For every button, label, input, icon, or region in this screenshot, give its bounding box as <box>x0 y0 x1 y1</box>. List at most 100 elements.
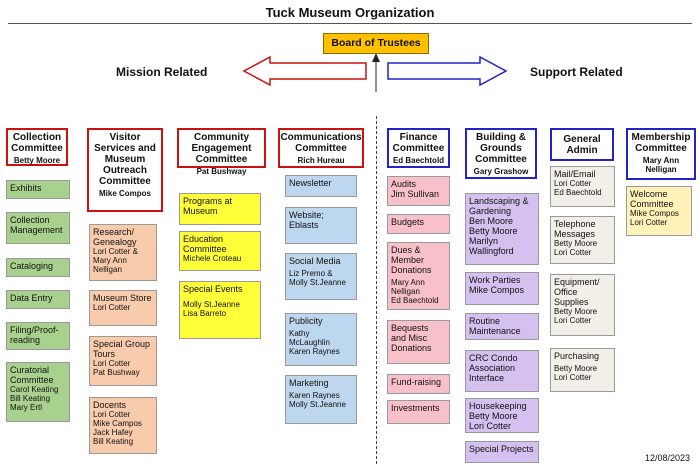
collection-committee-person: Betty Moore <box>13 156 61 165</box>
education-committee-box: Education Committee Michele Croteau <box>179 231 261 271</box>
collection-management-label: Collection Management <box>10 215 63 235</box>
bequests-misc-donations-label: Bequests and Misc Donations <box>391 323 432 353</box>
general-admin-header: General Admin <box>550 128 614 161</box>
community-engagement-person: Pat Bushway <box>196 167 247 176</box>
building-grounds-title: Building & Grounds Committee <box>475 132 527 165</box>
marketing-box: Marketing Karen Raynes Molly St.Jeanne <box>285 375 357 424</box>
community-engagement-title: Community Engagement Committee <box>191 132 252 165</box>
social-media-people: Liz Premo & Molly St.Jeanne <box>289 269 346 287</box>
mail-email-box: Mail/Email Lori Cotter Ed Baechtold <box>550 166 615 207</box>
special-projects-label: Special Projects <box>469 444 534 454</box>
mail-email-people: Lori Cotter Ed Baechtold <box>554 179 602 197</box>
visitor-services-person: Mike Compos <box>98 189 151 198</box>
purchasing-box: Purchasing Betty Moore Lori Cotter <box>550 348 615 392</box>
special-events-label: Special Events <box>183 284 243 294</box>
crc-condo-interface-label: CRC Condo Association Interface <box>469 353 518 383</box>
mail-email-label: Mail/Email <box>554 169 596 179</box>
equipment-office-supplies-people: Betty Moore Lori Cotter <box>554 307 598 325</box>
routine-maintenance-box: Routine Maintenance <box>465 313 539 340</box>
telephone-messages-people: Betty Moore Lori Cotter <box>554 239 598 257</box>
education-committee-people: Michele Croteau <box>183 254 242 263</box>
museum-store-people: Lori Cotter <box>93 303 131 312</box>
docents-label: Docents <box>93 400 127 410</box>
education-committee-label: Education Committee <box>183 234 227 254</box>
budgets-label: Budgets <box>391 217 425 227</box>
programs-at-museum-box: Programs at Museum <box>179 193 261 225</box>
research-genealogy-label: Research/ Genealogy <box>93 227 137 247</box>
visitor-services-header: Visitor Services and Museum Outreach Com… <box>87 128 163 212</box>
collection-committee-header: Collection Committee Betty Moore <box>6 128 68 166</box>
membership-committee-header: Membership Committee Mary Ann Nelligan <box>626 128 696 180</box>
newsletter-label: Newsletter <box>289 178 332 188</box>
equipment-office-supplies-box: Equipment/ Office Supplies Betty Moore L… <box>550 274 615 336</box>
work-parties-box: Work Parties Mike Compos <box>465 272 539 305</box>
building-grounds-person: Gary Grashow <box>473 167 529 176</box>
audits-box: Audits Jim Sullivan <box>387 176 450 206</box>
general-admin-title: General Admin <box>563 134 601 156</box>
fund-raising-box: Fund-raising <box>387 374 450 394</box>
telephone-messages-label: Telephone Messages <box>554 219 596 239</box>
website-eblasts-box: Website; Eblasts <box>285 207 357 244</box>
website-eblasts-label: Website; Eblasts <box>289 210 324 230</box>
finance-committee-person: Ed Baechtold <box>392 156 445 165</box>
mission-arrow <box>242 55 367 87</box>
cataloging-box: Cataloging <box>6 258 70 277</box>
investments-box: Investments <box>387 400 450 424</box>
newsletter-box: Newsletter <box>285 175 357 197</box>
museum-store-box: Museum Store Lori Cotter <box>89 290 157 326</box>
curatorial-committee-box: Curatorial Committee Carol Keating Bill … <box>6 362 70 422</box>
date-stamp: 12/08/2023 <box>644 453 690 463</box>
welcome-committee-people: Mike Compos Lori Cotter <box>630 209 679 227</box>
equipment-office-supplies-label: Equipment/ Office Supplies <box>554 277 600 307</box>
housekeeping-box: Housekeeping Betty Moore Lori Cotter <box>465 398 539 433</box>
curatorial-committee-label: Curatorial Committee <box>10 365 54 385</box>
crc-condo-interface-box: CRC Condo Association Interface <box>465 350 539 392</box>
welcome-committee-label: Welcome Committee <box>630 189 674 209</box>
visitor-services-title: Visitor Services and Museum Outreach Com… <box>94 132 156 187</box>
finance-committee-title: Finance Committee <box>392 132 445 154</box>
filing-proofreading-box: Filing/Proof-reading <box>6 322 70 350</box>
special-group-tours-people: Lori Cotter Pat Bushway <box>93 359 140 377</box>
purchasing-label: Purchasing <box>554 351 600 361</box>
building-grounds-header: Building & Grounds Committee Gary Grasho… <box>465 128 537 179</box>
docents-people: Lori Cotter Mike Campos Jack Hafey Bill … <box>93 410 142 446</box>
divider-line <box>376 116 377 464</box>
data-entry-label: Data Entry <box>10 293 53 303</box>
special-group-tours-label: Special Group Tours <box>93 339 151 359</box>
audits-label: Audits Jim Sullivan <box>391 179 440 199</box>
programs-at-museum-label: Programs at Museum <box>183 196 233 216</box>
special-group-tours-box: Special Group Tours Lori Cotter Pat Bush… <box>89 336 157 386</box>
routine-maintenance-label: Routine Maintenance <box>469 316 521 336</box>
landscaping-gardening-label: Landscaping & Gardening Ben Moore Betty … <box>469 196 529 256</box>
finance-committee-header: Finance Committee Ed Baechtold <box>387 128 450 168</box>
research-genealogy-people: Lori Cotter & Mary Ann Nelligan <box>93 247 138 274</box>
support-arrow <box>387 55 508 87</box>
board-connector-arrowhead <box>372 53 380 62</box>
filing-proofreading-label: Filing/Proof-reading <box>10 325 59 345</box>
collection-committee-title: Collection Committee <box>11 132 63 154</box>
membership-committee-title: Membership Committee <box>631 132 691 154</box>
communications-title: Communications Committee <box>280 132 362 154</box>
exhibits-label: Exhibits <box>10 183 42 193</box>
housekeeping-label: Housekeeping Betty Moore Lori Cotter <box>469 401 527 431</box>
membership-committee-person: Mary Ann Nelligan <box>642 156 680 174</box>
mission-related-label: Mission Related <box>116 65 208 79</box>
fund-raising-label: Fund-raising <box>391 377 442 387</box>
support-related-label: Support Related <box>530 65 623 79</box>
publicity-box: Publicity Kathy McLaughlin Karen Raynes <box>285 313 357 366</box>
cataloging-label: Cataloging <box>10 261 54 271</box>
special-projects-box: Special Projects <box>465 441 539 463</box>
docents-box: Docents Lori Cotter Mike Campos Jack Haf… <box>89 397 157 454</box>
data-entry-box: Data Entry <box>6 290 70 309</box>
marketing-label: Marketing <box>289 378 329 388</box>
collection-management-box: Collection Management <box>6 212 70 244</box>
social-media-box: Social Media Liz Premo & Molly St.Jeanne <box>285 253 357 300</box>
dues-member-donations-people: Mary Ann Nelligan Ed Baechtold <box>391 278 439 305</box>
special-events-people: Molly St.Jeanne Lisa Barreto <box>183 300 240 318</box>
dues-member-donations-box: Dues & Member Donations Mary Ann Nelliga… <box>387 242 450 310</box>
marketing-people: Karen Raynes Molly St.Jeanne <box>289 391 346 409</box>
title-rule <box>8 23 692 24</box>
communications-person: Rich Hureau <box>297 156 345 165</box>
curatorial-committee-people: Carol Keating Bill Keating Mary Ertl <box>10 385 59 412</box>
